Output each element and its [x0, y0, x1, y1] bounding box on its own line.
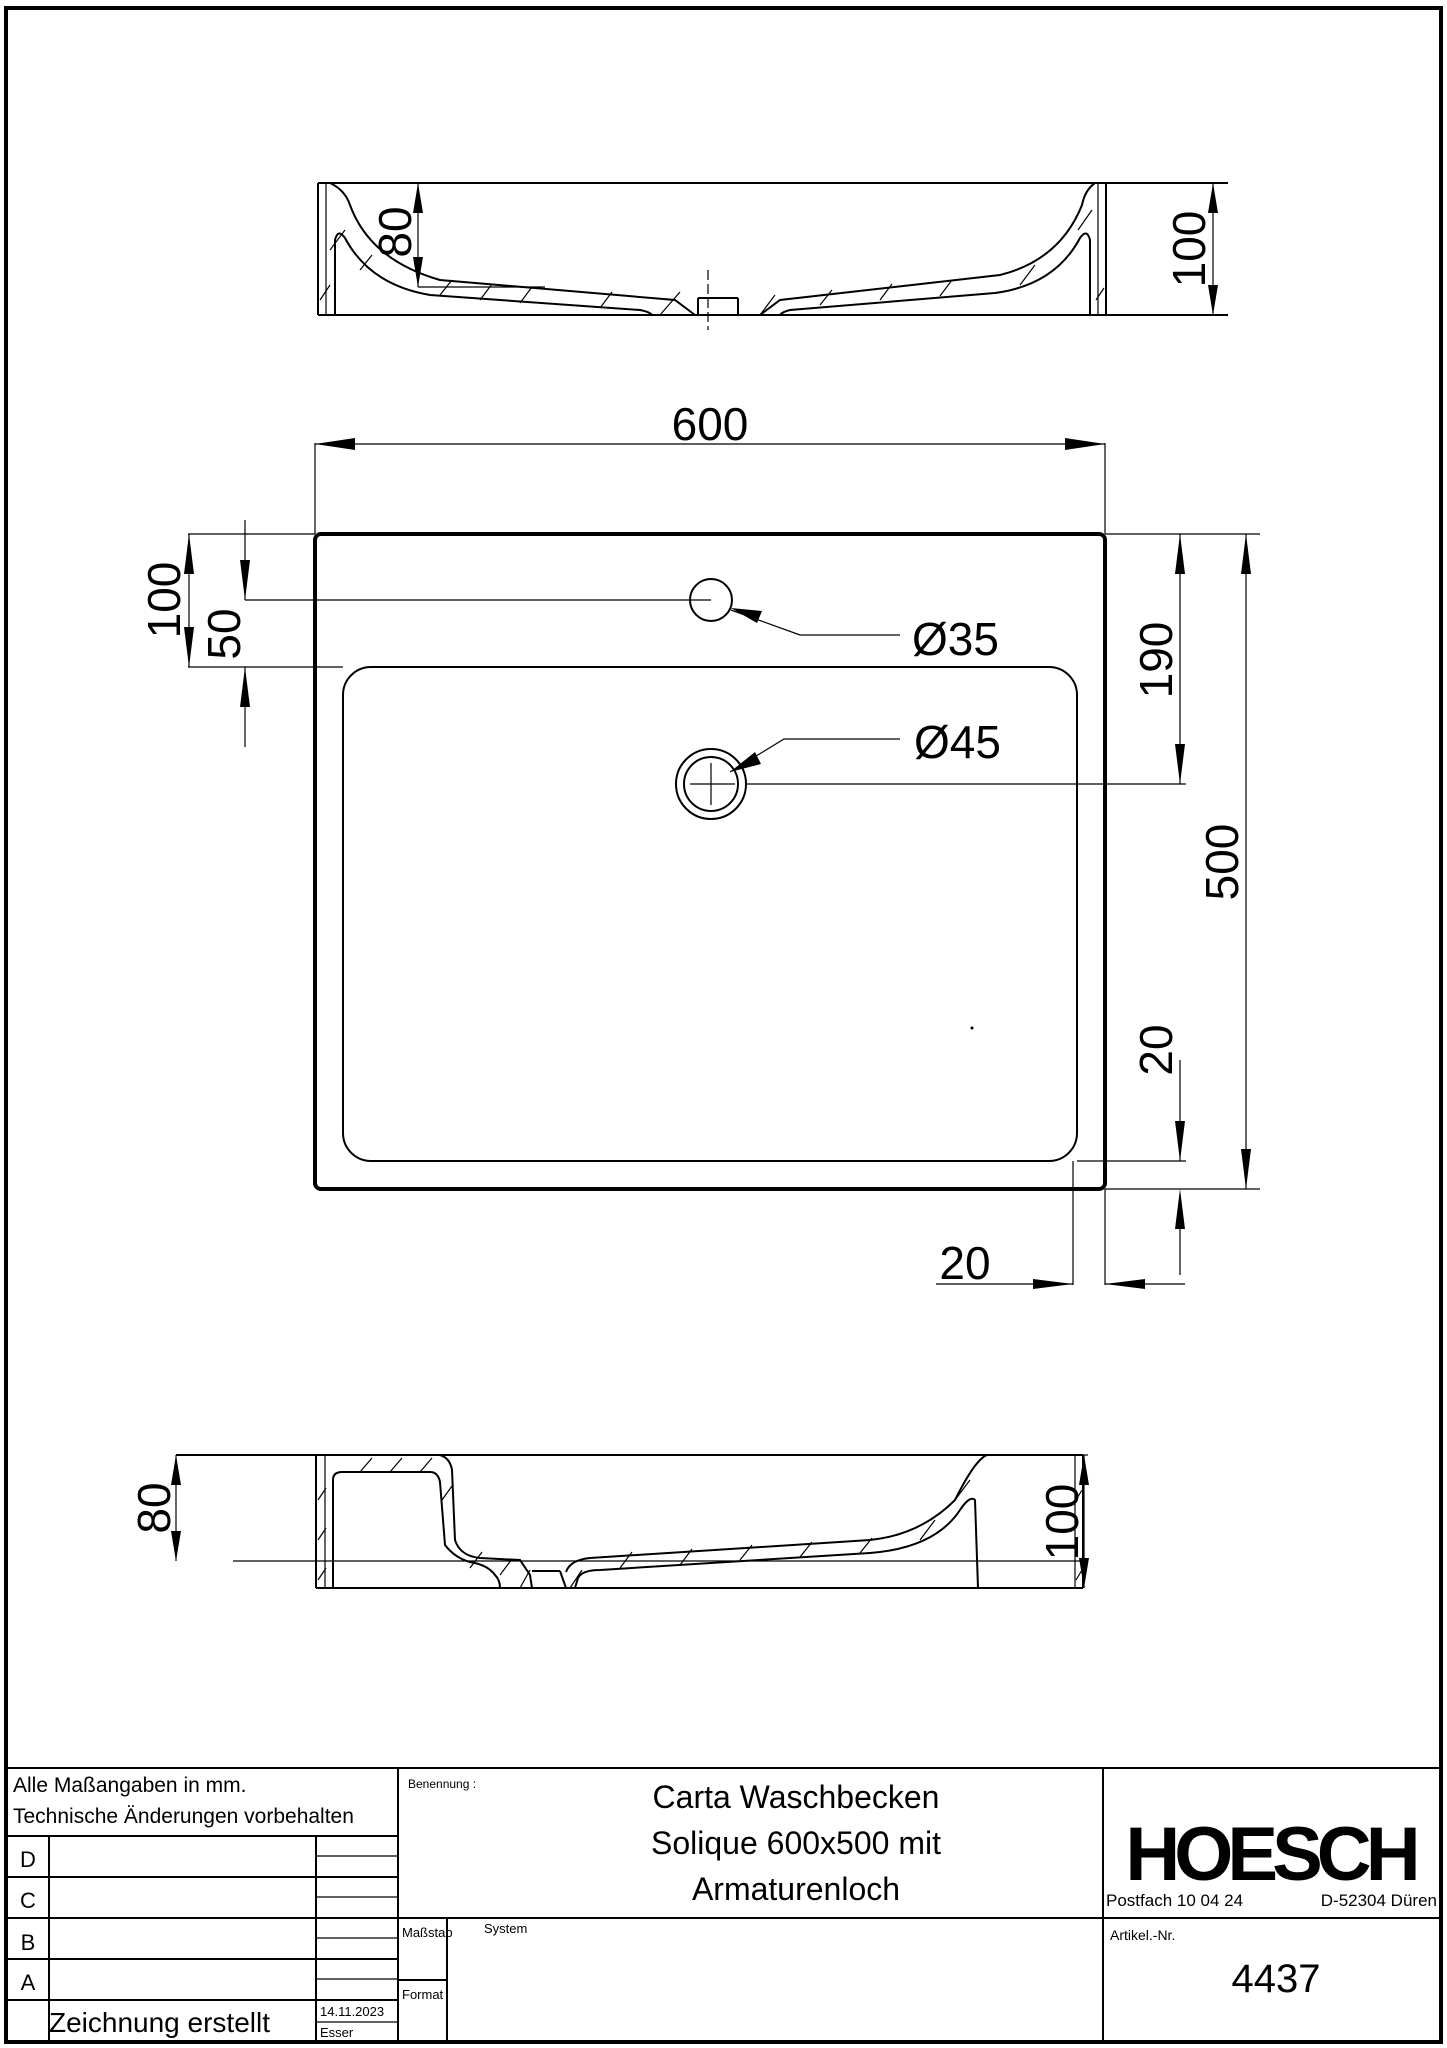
width-dim: 600 — [672, 398, 749, 450]
top-section-view: 80 100 — [317, 182, 1228, 330]
tap-hole-diameter: Ø35 — [912, 613, 999, 665]
revision-b: B — [21, 1930, 36, 1955]
note-units: Alle Maßangaben in mm. — [13, 1774, 246, 1797]
tap-offset-dim: 100 — [138, 562, 190, 639]
revision-a: A — [21, 1970, 36, 1995]
title-line-2: Solique 600x500 mit — [651, 1825, 941, 1861]
created-author: Esser — [320, 2025, 354, 2040]
bottom-section-depth-dim: 80 — [128, 1482, 180, 1533]
top-section-depth-dim: 80 — [369, 206, 421, 257]
created-date: 14.11.2023 — [320, 2004, 384, 2019]
artikel-label: Artikel.-Nr. — [1110, 1927, 1175, 1943]
title-block: Alle Maßangaben in mm. Technische Änderu… — [6, 1767, 1441, 2042]
artikel-number: 4437 — [1232, 1957, 1321, 2001]
tap-center-dim: 50 — [198, 608, 250, 659]
format-label: Format — [402, 1987, 444, 2002]
company-postfach: Postfach 10 04 24 — [1106, 1891, 1243, 1910]
system-label: System — [484, 1921, 527, 1936]
sheet-border — [4, 6, 1443, 2044]
company-logo: HOESCH — [1125, 1812, 1415, 1897]
company-city: D-52304 Düren — [1321, 1891, 1437, 1910]
drain-inner — [683, 756, 739, 812]
bottom-section-height-dim: 100 — [1036, 1484, 1088, 1561]
benennung-label: Benennung : — [408, 1777, 476, 1791]
drain-offset-dim: 190 — [1130, 622, 1182, 699]
title-line-1: Carta Waschbecken — [653, 1779, 940, 1815]
plan-view: 600 100 50 Ø35 Ø45 190 50 — [138, 398, 1260, 1289]
note-changes: Technische Änderungen vorbehalten — [13, 1805, 354, 1828]
drain-diameter: Ø45 — [914, 716, 1001, 768]
created-label: Zeichnung erstellt — [49, 2007, 270, 2038]
massstab-label: Maßstab — [402, 1925, 453, 1940]
rim-side-dim: 20 — [939, 1237, 990, 1289]
title-line-3: Armaturenloch — [692, 1871, 900, 1907]
top-section-height-dim: 100 — [1163, 211, 1215, 288]
depth-dim: 500 — [1196, 824, 1248, 901]
rim-bottom-dim: 20 — [1130, 1024, 1182, 1075]
revision-d: D — [20, 1847, 36, 1872]
revision-c: C — [20, 1888, 36, 1913]
bottom-section-view: 80 100 — [128, 1454, 1089, 1589]
